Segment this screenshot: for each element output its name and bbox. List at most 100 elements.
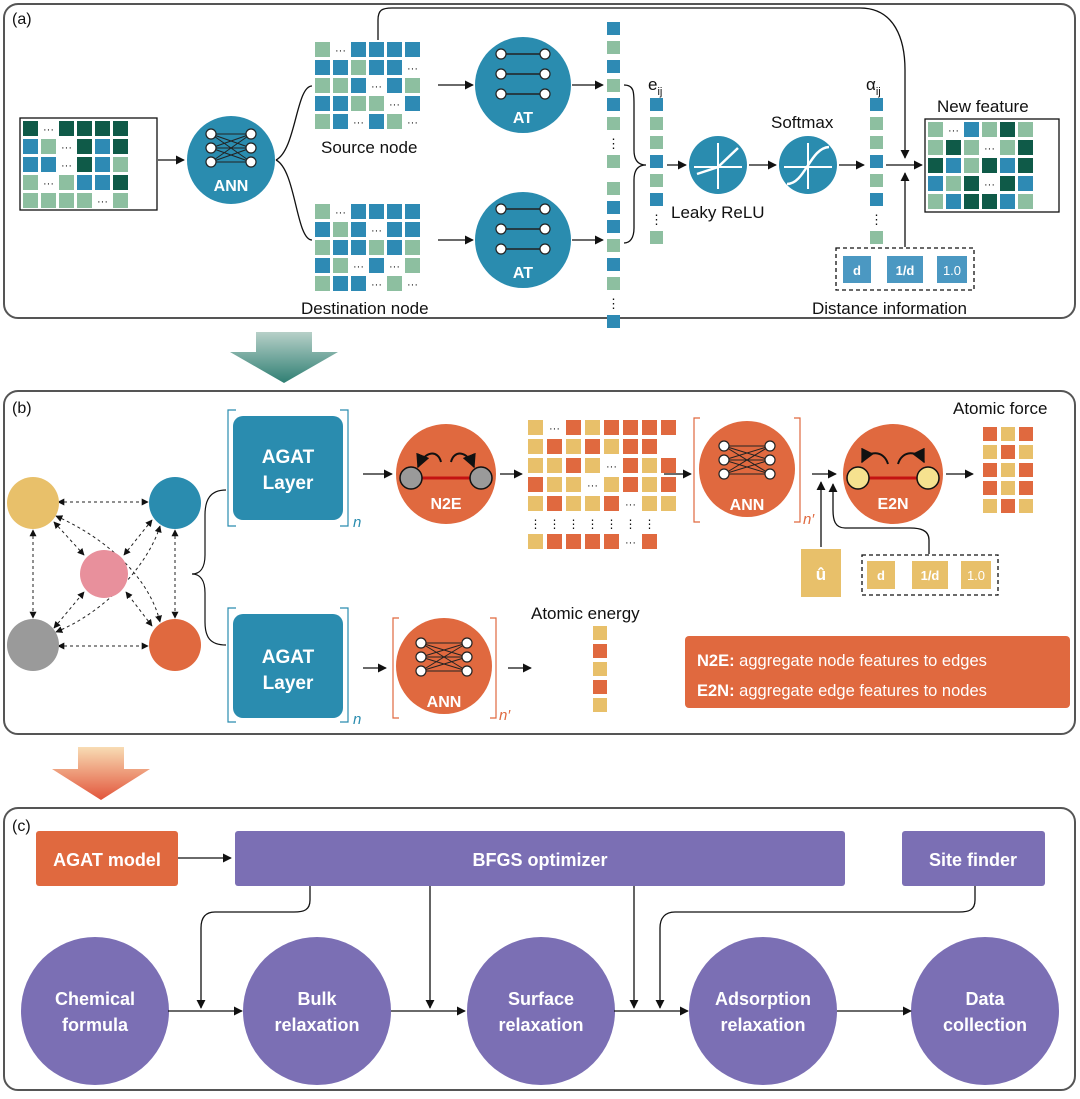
matrix-cell: [623, 477, 638, 492]
ellipsis-mark: ···: [335, 45, 346, 57]
matrix-cell: [547, 477, 562, 492]
legend-box: N2E: aggregate node features to edges E2…: [685, 636, 1070, 708]
ellipsis-mark: ⋮: [606, 517, 618, 531]
matrix-cell: [1000, 194, 1015, 209]
at-label-bottom: AT: [513, 265, 533, 282]
matrix-cell: [351, 276, 366, 291]
matrix-cell: [1001, 427, 1015, 441]
matrix-cell: [982, 122, 997, 137]
u-hat-label: û: [816, 565, 826, 584]
ellipsis-mark: ⋮: [530, 517, 542, 531]
at-node: [539, 203, 551, 215]
ann-top-block: ANN n′: [693, 417, 815, 528]
matrix-cell: [315, 276, 330, 291]
matrix-cell: [1000, 140, 1015, 155]
n-bottom: n: [353, 711, 361, 728]
agat-model-label: AGAT model: [53, 850, 161, 870]
ellipsis-mark: ···: [948, 125, 959, 137]
matrix-cell: [1018, 176, 1033, 191]
panel-c-connectors: [168, 853, 976, 1016]
vector-cell: [607, 239, 620, 252]
matrix-cell: [315, 114, 330, 129]
source-node-matrix: ··················: [315, 42, 420, 129]
matrix-cell: [77, 175, 92, 190]
at-block-bottom: AT: [475, 192, 571, 288]
matrix-cell: [369, 114, 384, 129]
atom-pink: [80, 550, 128, 598]
nn-edge: [420, 642, 468, 672]
attention-icon: [495, 203, 551, 255]
ellipsis-mark: ⋮: [625, 517, 637, 531]
edge-feature-matrix: ············⋮⋮⋮⋮⋮⋮⋮···: [528, 420, 676, 549]
ellipsis-mark: ···: [335, 207, 346, 219]
matrix-cell: [547, 534, 562, 549]
panel-c-label: (c): [12, 818, 31, 835]
vector-cell: [607, 258, 620, 271]
ann-bottom-label: ANN: [427, 694, 462, 711]
alpha-ij-label: αij: [866, 75, 881, 98]
atomic-force-matrix: [983, 427, 1033, 513]
vector-cell: [870, 231, 883, 244]
matrix-cell: [1001, 463, 1015, 477]
matrix-cell: [95, 139, 110, 154]
ellipsis-mark: ···: [407, 117, 418, 129]
matrix-cell: [77, 157, 92, 172]
matrix-cell: [1019, 463, 1033, 477]
ellipsis-mark: ···: [389, 99, 400, 111]
matrix-cell: [982, 158, 997, 173]
matrix-cell: [387, 78, 402, 93]
distance-one: 1.0: [943, 263, 961, 278]
matrix-cell: [1001, 445, 1015, 459]
workflow-step-label-line2: relaxation: [274, 1015, 359, 1035]
matrix-cell: [623, 458, 638, 473]
matrix-cell: [351, 78, 366, 93]
ellipsis-mark: ···: [407, 63, 418, 75]
matrix-cell: [23, 139, 38, 154]
matrix-cell: [77, 139, 92, 154]
matrix-cell: [41, 139, 56, 154]
agat-layer-bottom: AGAT Layer n: [227, 607, 361, 728]
matrix-cell: [604, 534, 619, 549]
bfgs-optimizer-label: BFGS optimizer: [472, 850, 607, 870]
matrix-cell: [604, 420, 619, 435]
agat-layer-bottom-label-2: Layer: [263, 673, 314, 694]
matrix-cell: [604, 477, 619, 492]
matrix-cell: [964, 176, 979, 191]
ellipsis-mark: ···: [371, 81, 382, 93]
matrix-cell: [1000, 158, 1015, 173]
matrix-cell: [351, 96, 366, 111]
matrix-cell: [333, 114, 348, 129]
matrix-cell: [946, 176, 961, 191]
agat-layer-top: AGAT Layer n: [227, 409, 361, 531]
matrix-cell: [593, 680, 607, 694]
e-ij-vector: ⋮: [650, 98, 663, 244]
ellipsis-mark: ···: [353, 261, 364, 273]
new-feature-matrix: ·········: [924, 118, 1060, 213]
vector-cell: [650, 193, 663, 206]
ellipsis-mark: ···: [407, 279, 418, 291]
ellipsis-mark: ···: [625, 537, 636, 549]
nn-edge: [210, 133, 252, 149]
new-feature-label: New feature: [937, 97, 1029, 116]
ann-bottom-block: ANN n′: [392, 617, 511, 724]
matrix-cell: [113, 175, 128, 190]
ellipsis-mark: ⋮: [644, 517, 656, 531]
ann-block: ANN: [187, 116, 275, 204]
matrix-cell: [333, 222, 348, 237]
matrix-cell: [351, 240, 366, 255]
matrix-cell: [77, 121, 92, 136]
at-block-top: AT: [475, 37, 571, 133]
workflow-step-circle: [243, 937, 391, 1085]
workflow-step-label-line2: relaxation: [720, 1015, 805, 1035]
matrix-cell: [547, 496, 562, 511]
n2e-block: N2E: [396, 424, 496, 524]
at-node: [495, 68, 507, 80]
vector-cell: [650, 117, 663, 130]
matrix-cell: [566, 439, 581, 454]
distance-information-label: Distance information: [812, 299, 967, 318]
matrix-cell: [566, 534, 581, 549]
vector-cell: [870, 98, 883, 111]
vector-cell: [650, 136, 663, 149]
nn-node: [205, 128, 217, 140]
